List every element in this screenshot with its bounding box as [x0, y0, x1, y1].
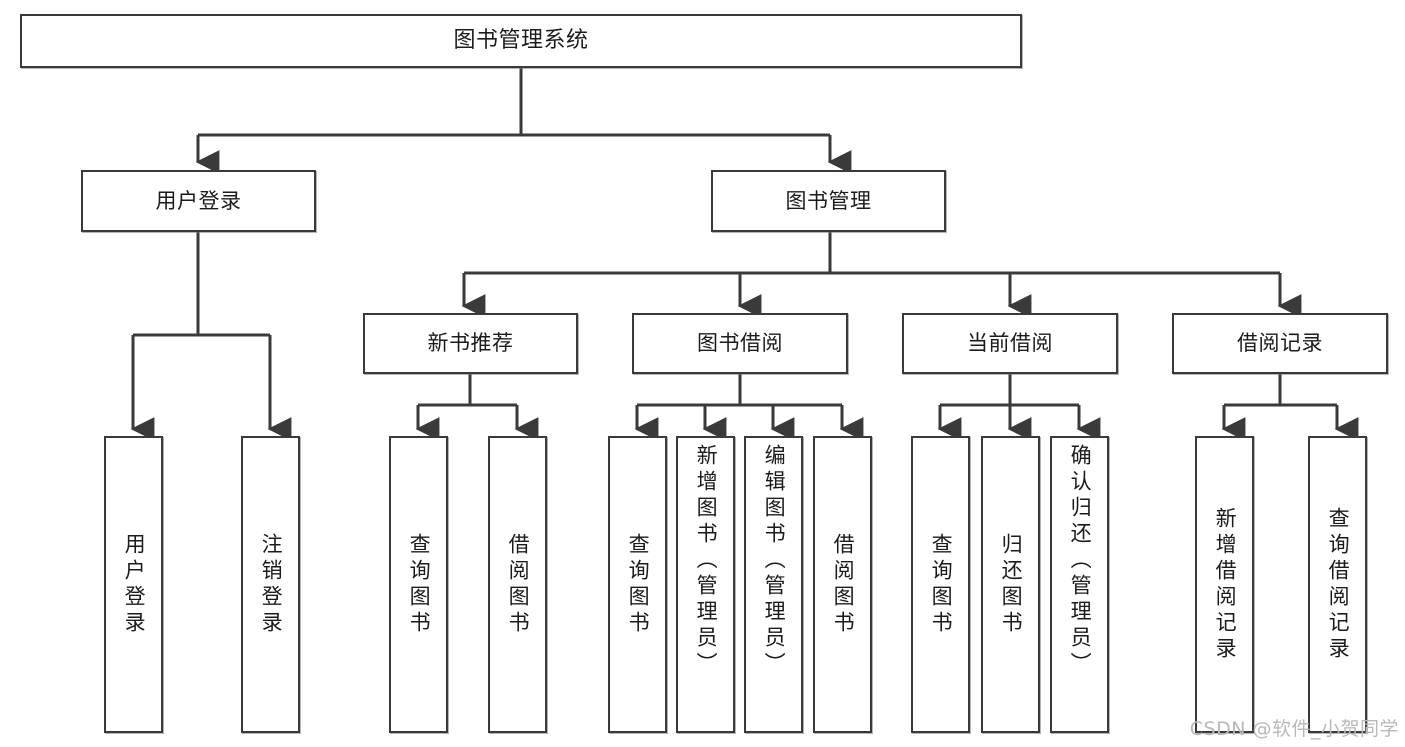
watermark: CSDN @软件_小贺同学: [1189, 718, 1399, 740]
leaf-user-login[interactable]: 用户登录: [104, 436, 163, 733]
leaf-query-book-recommend[interactable]: 查询图书: [389, 436, 448, 733]
leaf-label: 查询图书: [626, 532, 651, 637]
leaf-label: 确认归还（管理员）: [1068, 444, 1093, 678]
leaf-label: 借阅图书: [506, 532, 531, 637]
leaf-add-borrow-record[interactable]: 新增借阅记录: [1195, 436, 1254, 733]
leaf-label: 查询借阅记录: [1326, 506, 1351, 663]
leaf-edit-book-admin[interactable]: 编辑图书（管理员）: [744, 436, 803, 733]
leaf-label: 用户登录: [122, 532, 147, 637]
node-label: 图书管理: [785, 188, 872, 213]
node-new-book-recommend[interactable]: 新书推荐: [363, 313, 578, 374]
leaf-label: 归还图书: [999, 532, 1024, 637]
node-label: 当前借阅: [967, 331, 1053, 356]
node-book-management[interactable]: 图书管理: [711, 170, 946, 232]
leaf-query-book-current[interactable]: 查询图书: [911, 436, 970, 733]
node-root-book-management-system[interactable]: 图书管理系统: [20, 14, 1022, 68]
leaf-confirm-return-admin[interactable]: 确认归还（管理员）: [1050, 436, 1109, 733]
node-borrow-record[interactable]: 借阅记录: [1172, 313, 1388, 374]
leaf-label: 查询图书: [407, 532, 432, 637]
node-label: 用户登录: [155, 188, 242, 213]
leaf-label: 新增图书（管理员）: [694, 444, 719, 678]
leaf-borrow-book-recommend[interactable]: 借阅图书: [488, 436, 547, 733]
leaf-label: 新增借阅记录: [1213, 506, 1238, 663]
leaf-add-book-admin[interactable]: 新增图书（管理员）: [676, 436, 735, 733]
leaf-label: 借阅图书: [831, 532, 856, 637]
leaf-label: 注销登录: [259, 532, 284, 637]
node-book-borrow[interactable]: 图书借阅: [632, 313, 848, 374]
leaf-query-book-borrow[interactable]: 查询图书: [608, 436, 667, 733]
node-label: 图书管理系统: [453, 28, 589, 54]
leaf-return-book[interactable]: 归还图书: [981, 436, 1040, 733]
leaf-logout[interactable]: 注销登录: [241, 436, 300, 733]
leaf-label: 查询图书: [929, 532, 954, 637]
node-label: 借阅记录: [1237, 331, 1323, 356]
node-label: 图书借阅: [697, 331, 783, 356]
leaf-borrow-book[interactable]: 借阅图书: [813, 436, 872, 733]
leaf-label: 编辑图书（管理员）: [762, 444, 787, 678]
node-current-borrow[interactable]: 当前借阅: [902, 313, 1118, 374]
node-label: 新书推荐: [427, 331, 514, 356]
leaf-query-borrow-record[interactable]: 查询借阅记录: [1308, 436, 1367, 733]
node-user-login[interactable]: 用户登录: [81, 170, 316, 232]
